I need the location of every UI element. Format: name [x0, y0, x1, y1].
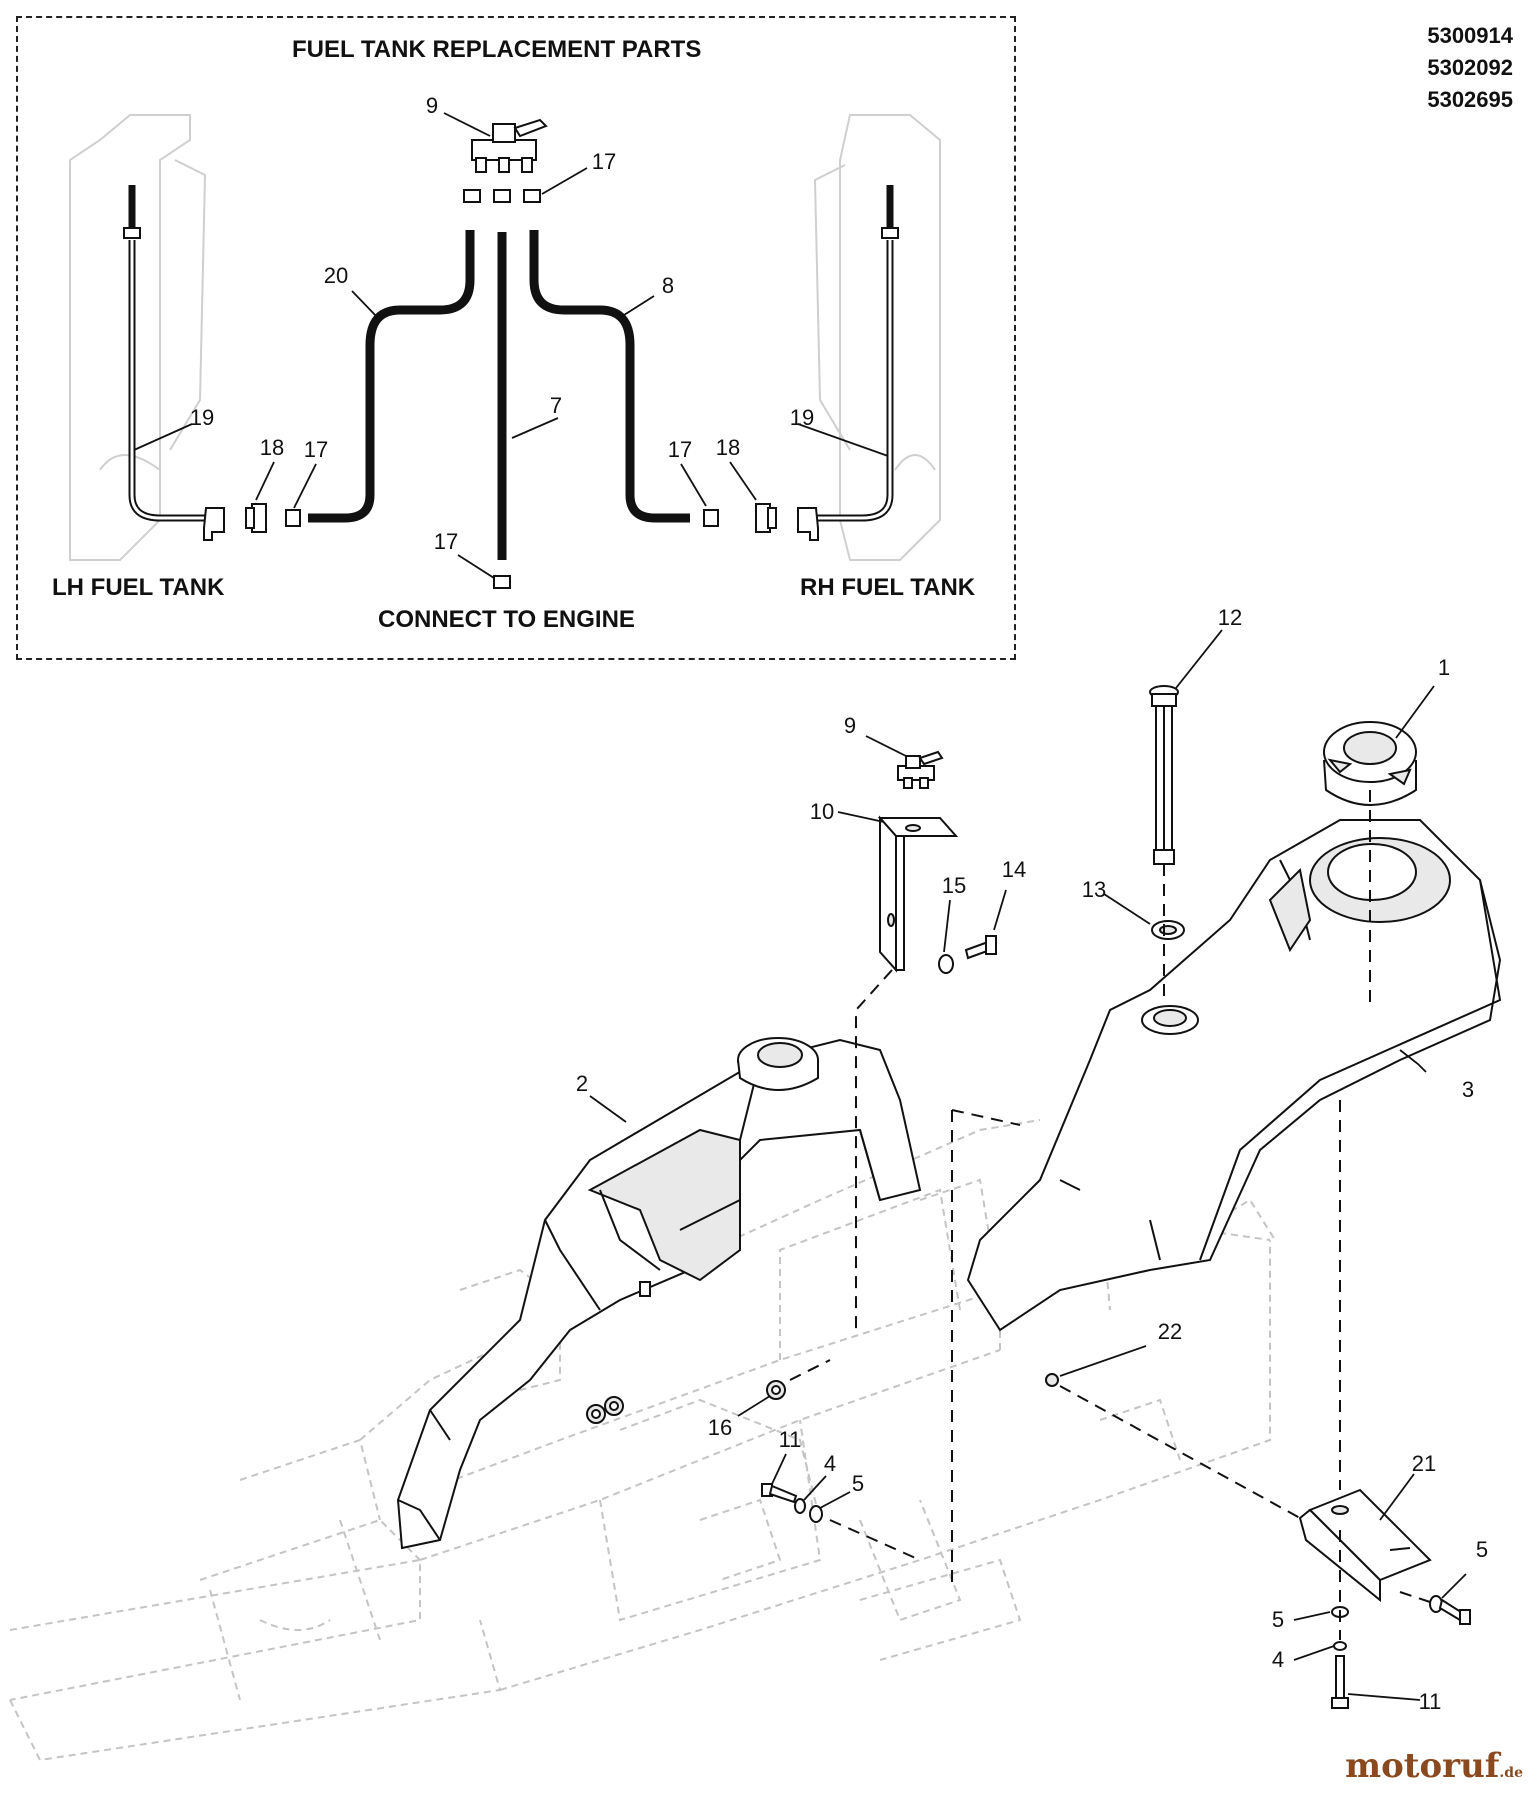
inset-hose-clamps-top — [463, 189, 541, 203]
nut-16 — [766, 1380, 786, 1400]
callout-18-rh: 18 — [715, 435, 741, 460]
nuts-frame — [586, 1396, 624, 1424]
replacement-parts-inset — [16, 16, 1016, 660]
callout-3: 3 — [1461, 1077, 1475, 1102]
tank-support-bracket — [1298, 1488, 1432, 1603]
callout-17-inset-top: 17 — [591, 149, 617, 174]
connect-to-engine-label: CONNECT TO ENGINE — [378, 606, 635, 633]
callout-15: 15 — [941, 873, 967, 898]
callout-11-left: 11 — [778, 1427, 802, 1452]
fuel-hose-20 — [308, 230, 475, 523]
lh-fuel-tank-label: LH FUEL TANK — [52, 574, 225, 601]
callout-11-right: 11 — [1418, 1689, 1442, 1714]
bolt-11-left — [761, 1483, 798, 1504]
inset-fuel-shutoff-valve — [471, 118, 548, 173]
callout-19-rh: 19 — [789, 405, 815, 430]
callout-22: 22 — [1157, 1319, 1183, 1344]
bolt-11-right-side — [1438, 1598, 1471, 1625]
model-number: 5300914 — [1427, 23, 1513, 48]
assembly-lines — [789, 790, 1431, 1640]
inset-lh-fuel-line — [123, 185, 301, 541]
callout-4-right: 4 — [1271, 1647, 1285, 1672]
bolt-14 — [964, 935, 997, 960]
lockwasher-4-left — [794, 1498, 806, 1514]
callout-5-left: 5 — [851, 1471, 865, 1496]
callout-5-right-a: 5 — [1271, 1607, 1285, 1632]
callout-21: 21 — [1411, 1451, 1437, 1476]
inset-title: FUEL TANK REPLACEMENT PARTS — [292, 36, 702, 63]
inset-leader-lines — [133, 112, 889, 579]
callout-17-lh: 17 — [303, 437, 329, 462]
callout-16: 16 — [707, 1415, 733, 1440]
rh-fuel-tank-label: RH FUEL TANK — [800, 574, 976, 601]
callout-2: 2 — [575, 1071, 589, 1096]
model-number: 5302695 — [1427, 87, 1513, 112]
watermark-tld: .de — [1499, 1765, 1523, 1781]
bolt-11-right — [1331, 1655, 1349, 1709]
lh-fuel-tank — [396, 1037, 922, 1550]
inset-rh-fuel-line — [703, 185, 899, 541]
callout-20: 20 — [323, 263, 349, 288]
fuel-gauge-sender — [1149, 685, 1179, 865]
main-leader-lines — [589, 629, 1467, 1701]
callout-19-lh: 19 — [189, 405, 215, 430]
fuel-shutoff-valve — [897, 750, 944, 789]
callout-17-engine: 17 — [433, 529, 459, 554]
inset-ghost-tanks — [69, 114, 941, 561]
callout-1: 1 — [1437, 655, 1451, 680]
watermark-logo: motoruf.de — [1345, 1746, 1523, 1786]
washer-15 — [938, 954, 954, 974]
lockwasher-4-right — [1333, 1641, 1347, 1651]
model-numbers: 5300914 5302092 5302695 — [1427, 20, 1513, 116]
washer-5-left — [809, 1505, 823, 1523]
callout-8: 8 — [661, 273, 675, 298]
callout-17-rh: 17 — [667, 437, 693, 462]
callout-5-right-b: 5 — [1475, 1537, 1489, 1562]
callout-12: 12 — [1217, 605, 1243, 630]
callout-13: 13 — [1081, 877, 1107, 902]
callout-9-main: 9 — [843, 713, 857, 738]
model-number: 5302092 — [1427, 55, 1513, 80]
callout-4-left: 4 — [823, 1451, 837, 1476]
callout-9-inset: 9 — [425, 93, 439, 118]
grommet-13 — [1151, 920, 1185, 940]
callout-18-lh: 18 — [259, 435, 285, 460]
callout-7: 7 — [549, 393, 563, 418]
callout-10: 10 — [809, 799, 835, 824]
nut-22 — [1045, 1373, 1059, 1387]
callout-14: 14 — [1001, 857, 1027, 882]
watermark-brand: motoruf — [1345, 1746, 1500, 1786]
fuel-hose-8 — [529, 230, 690, 523]
fuel-cap — [1323, 721, 1417, 806]
rh-fuel-tank — [966, 819, 1502, 1332]
inset-engine-clamp — [493, 575, 511, 589]
valve-mounting-bracket — [877, 815, 959, 973]
